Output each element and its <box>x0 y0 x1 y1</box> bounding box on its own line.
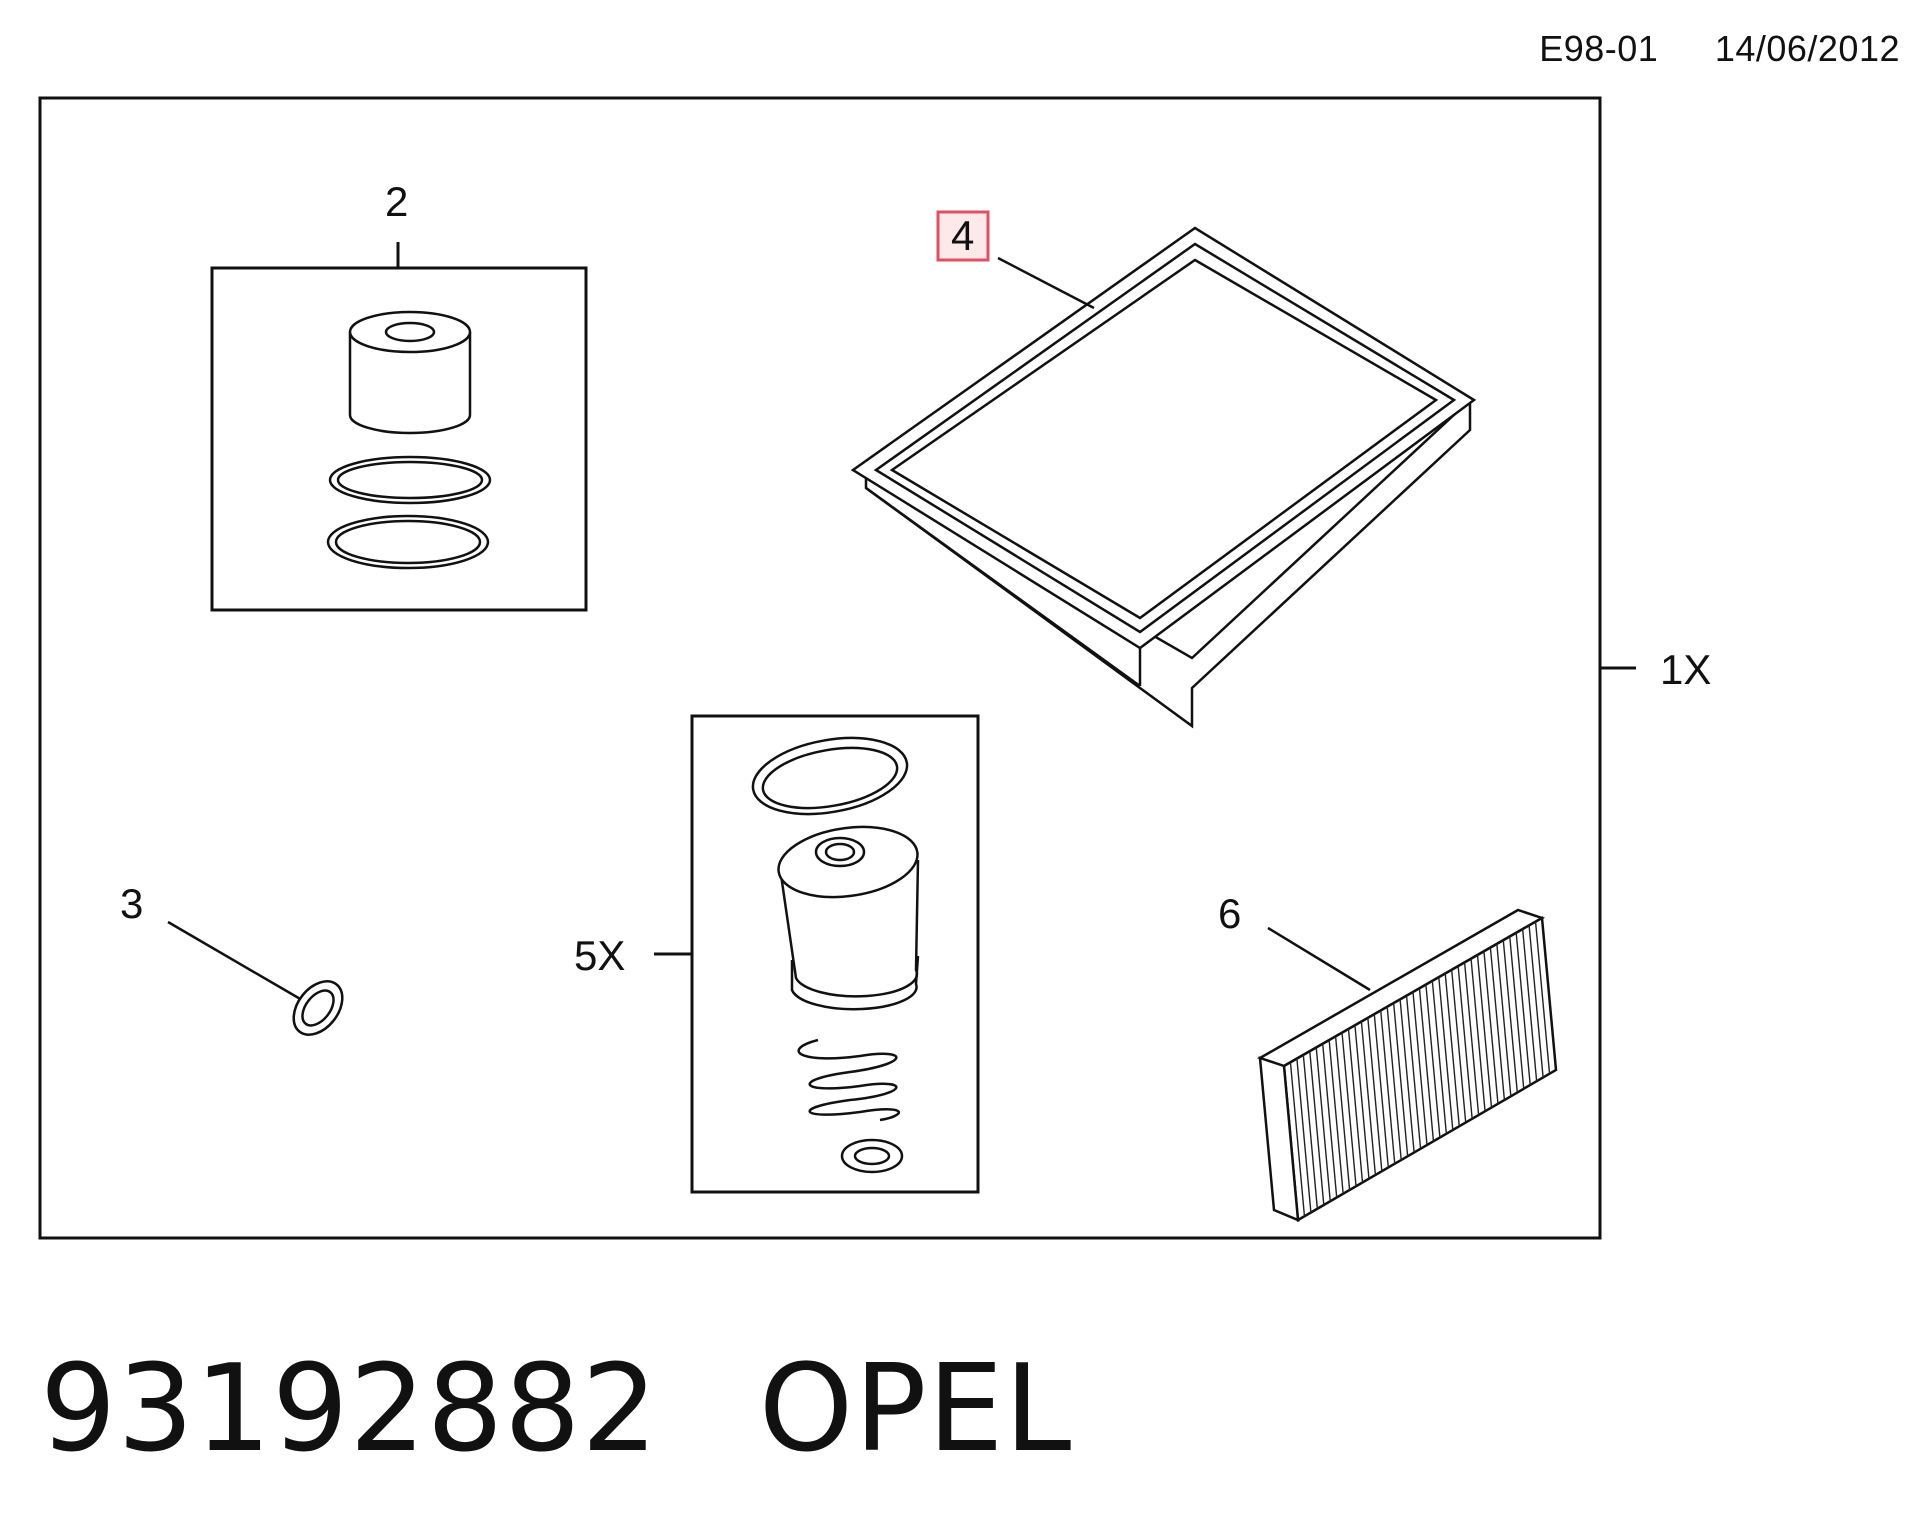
part-4-air-filter[interactable] <box>850 226 1477 729</box>
pleat-line <box>1360 1021 1377 1176</box>
pleat-line <box>1489 947 1506 1101</box>
part-6-cabin-filter[interactable] <box>1256 908 1558 1223</box>
pleat-line <box>1528 925 1544 1078</box>
washer-inner <box>301 989 335 1027</box>
pleat-line <box>1476 954 1493 1108</box>
pleat-line <box>1302 1054 1319 1209</box>
air-filter-media <box>889 258 1439 620</box>
pleat-line <box>1431 980 1448 1134</box>
oil-filter-hole <box>384 321 436 343</box>
fuel-spring <box>797 1038 900 1122</box>
fuel-washer-inner <box>853 1146 891 1166</box>
washer-outer <box>292 980 344 1036</box>
pleat-line <box>1451 969 1467 1123</box>
callout-1x[interactable]: 1X <box>1660 646 1711 693</box>
pleat-line <box>1386 1006 1402 1161</box>
air-filter-edge-a <box>865 486 1141 688</box>
part-2-oil-filter[interactable] <box>210 242 588 612</box>
callout-2[interactable]: 2 <box>385 178 408 225</box>
pleat-line <box>1463 962 1480 1116</box>
brand-name: OPEL <box>758 1340 1073 1479</box>
pleat-line <box>1296 1058 1312 1213</box>
oil-filter-top <box>348 310 472 354</box>
pleat-line <box>1341 1032 1357 1187</box>
fuel-cartridge-band <box>790 955 920 1011</box>
pleat-line <box>1470 958 1486 1112</box>
fuel-cartridge-neck <box>814 836 866 868</box>
callout-3[interactable]: 3 <box>120 880 143 927</box>
pleat-line <box>1309 1051 1325 1206</box>
callout-4: 4 <box>951 212 974 259</box>
pleat-line <box>1496 943 1512 1097</box>
seal-ring-a-inner <box>336 460 484 500</box>
part-number: 93192882 <box>40 1340 659 1479</box>
leader-3 <box>167 920 303 1002</box>
pleat-line <box>1521 929 1538 1082</box>
seal-ring-a <box>328 455 492 505</box>
oil-filter-body <box>348 332 472 435</box>
callout-4-highlight <box>936 210 990 262</box>
pleat-line <box>1438 977 1454 1131</box>
pleat-line <box>1418 988 1435 1142</box>
callout-6[interactable]: 6 <box>1218 890 1241 937</box>
pleat-line <box>1502 940 1518 1093</box>
pleat-line <box>1509 936 1525 1089</box>
leader-4 <box>997 256 1095 310</box>
fuel-washer <box>840 1138 904 1174</box>
leader-6 <box>1267 926 1371 992</box>
cabin-filter-pleats <box>1289 921 1551 1217</box>
drawing-header: E98-01 14/06/2012 <box>1493 28 1900 70</box>
pleat-line <box>1289 1062 1306 1217</box>
drawing-date: 14/06/2012 <box>1714 28 1900 69</box>
pleat-line <box>1399 999 1415 1153</box>
cabin-filter-side <box>1258 1056 1300 1222</box>
part-3-washer[interactable] <box>167 920 352 1044</box>
callout-5x[interactable]: 5X <box>574 932 625 979</box>
pleat-line <box>1405 995 1422 1149</box>
air-filter-rim <box>850 226 1477 650</box>
pleat-line <box>1444 973 1460 1127</box>
pleat-line <box>1347 1028 1364 1183</box>
pleat-line <box>1534 921 1551 1074</box>
pleat-line <box>1354 1025 1370 1179</box>
fuel-seal-ring <box>751 736 909 816</box>
pleat-line <box>1322 1043 1338 1198</box>
pleat-line <box>1457 966 1473 1119</box>
pleat-line <box>1483 951 1499 1104</box>
pleat-line <box>1367 1017 1383 1172</box>
pleat-line <box>1315 1047 1331 1202</box>
air-filter-inner-rim <box>873 242 1457 634</box>
pleat-line <box>1425 984 1441 1138</box>
callout-4-group[interactable]: 4 <box>936 210 990 262</box>
pleat-line <box>1515 932 1531 1086</box>
pleat-line <box>1328 1040 1344 1194</box>
part-title: 93192882 OPEL <box>40 1340 1072 1479</box>
pleat-line <box>1380 1010 1396 1164</box>
seal-ring-b <box>326 514 490 570</box>
fuel-seal-ring-inner <box>761 746 899 810</box>
fuel-cartridge-hole <box>824 842 856 862</box>
drawing-code: E98-01 <box>1539 28 1659 69</box>
pleat-line <box>1334 1036 1351 1191</box>
pleat-line <box>1392 1003 1409 1157</box>
seal-ring-b-inner <box>334 519 482 565</box>
pleat-line <box>1373 1014 1389 1168</box>
part-5-fuel-filter[interactable] <box>654 714 980 1194</box>
pleat-line <box>1412 991 1428 1146</box>
